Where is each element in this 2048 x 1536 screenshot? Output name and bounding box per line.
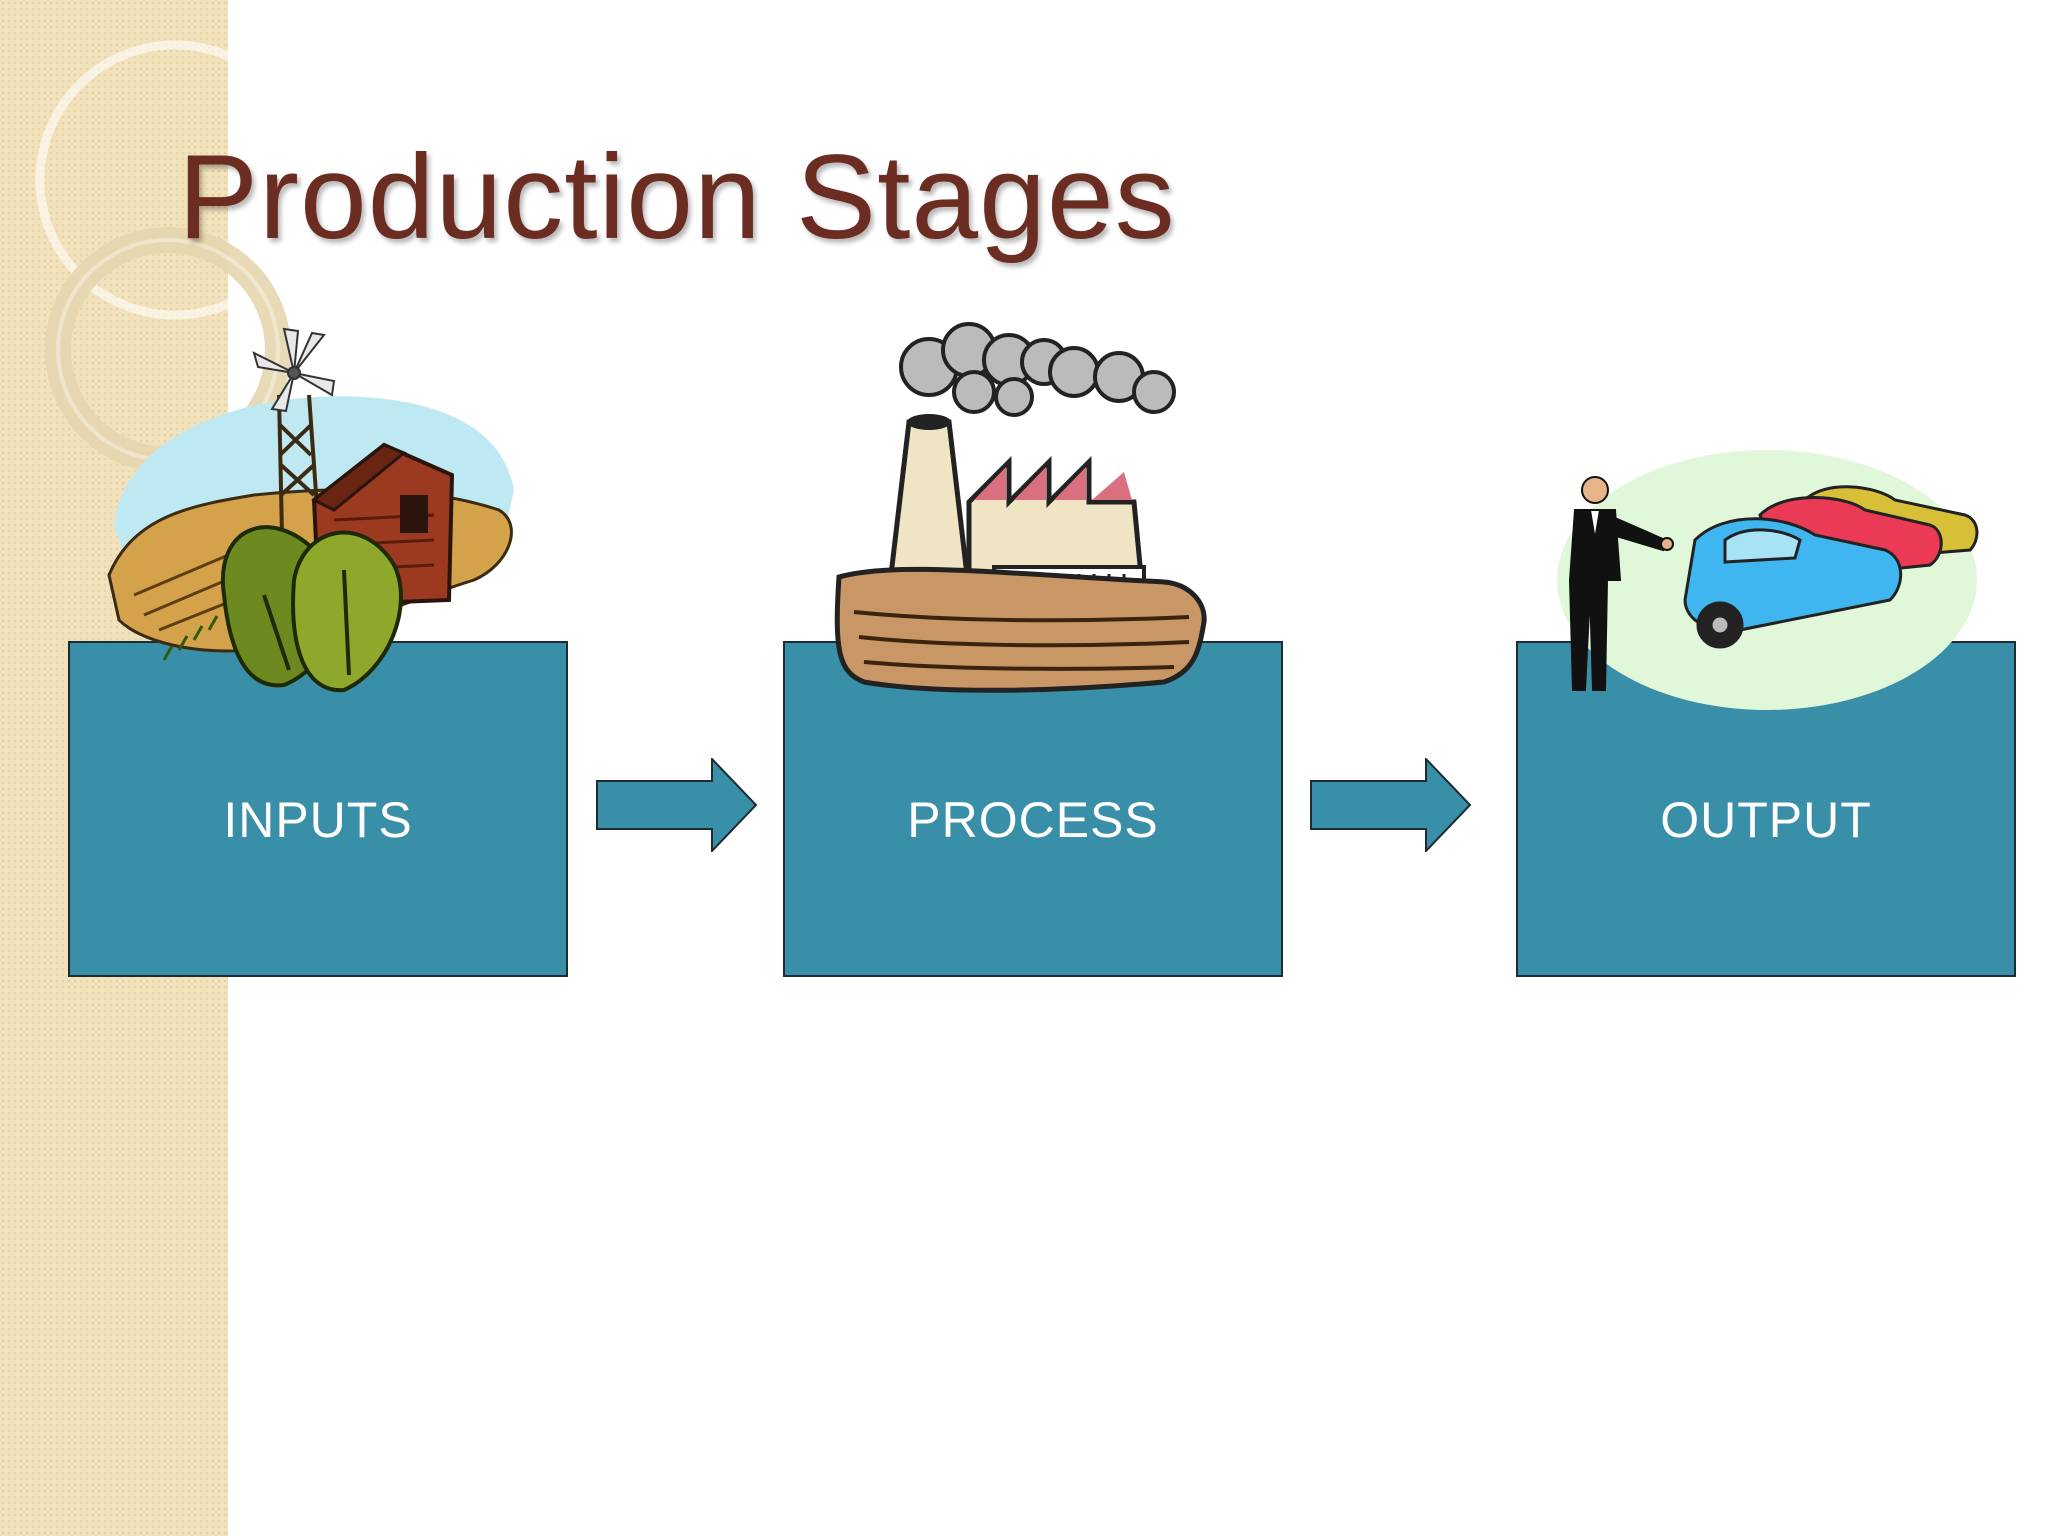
- stage-label-output: OUTPUT: [1660, 792, 1872, 848]
- stage-box-inputs: INPUTS: [68, 641, 568, 977]
- factory-clipart: [834, 322, 1207, 693]
- farm-clipart: [107, 327, 514, 693]
- arrow-right-icon: [1310, 758, 1472, 852]
- car-dealer-clipart: [1557, 450, 1979, 710]
- stage-label-inputs: INPUTS: [223, 792, 413, 848]
- arrow-right-icon: [596, 758, 758, 852]
- page-title: Production Stages: [178, 130, 1176, 264]
- stage-box-process: PROCESS: [783, 641, 1283, 977]
- stage-label-process: PROCESS: [907, 792, 1159, 848]
